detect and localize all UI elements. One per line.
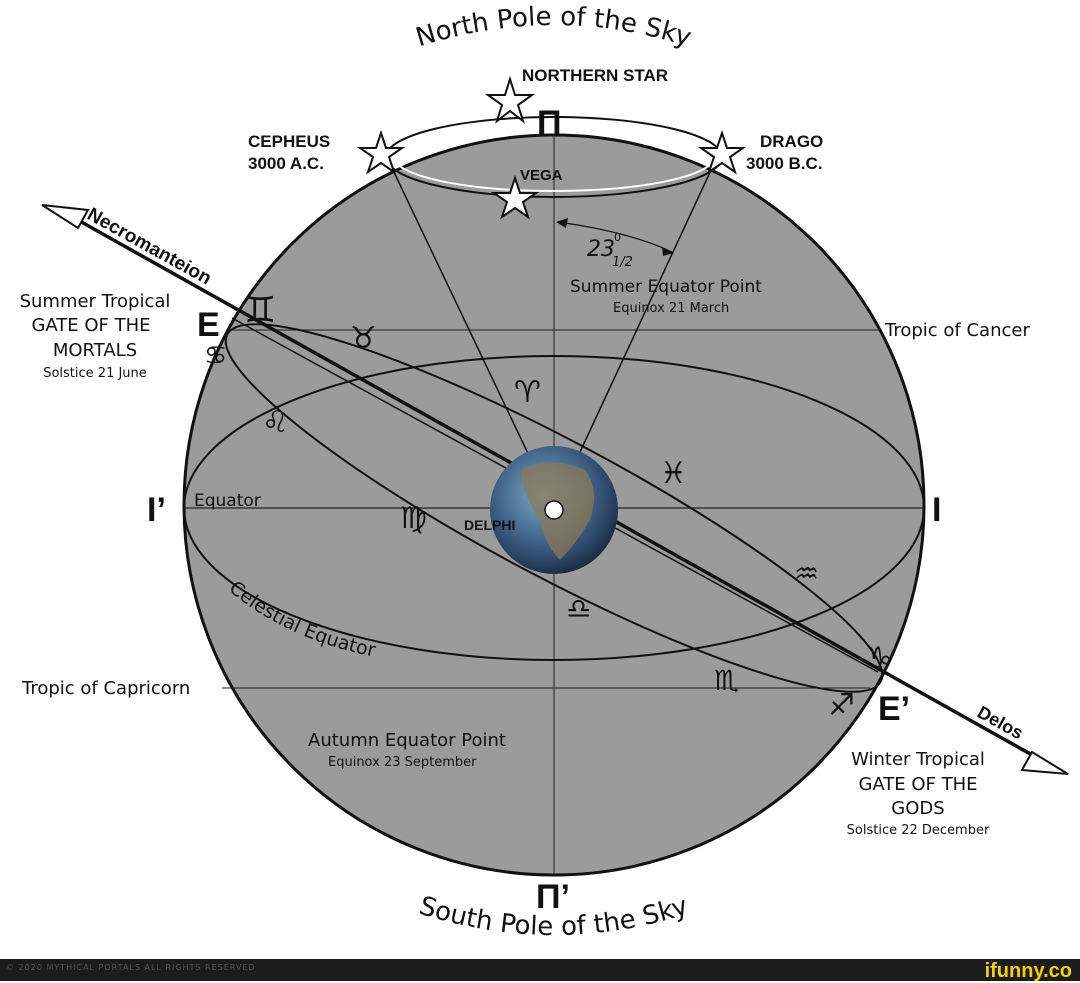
axis-arrow-right <box>1020 750 1069 775</box>
drago-star-icon <box>697 129 747 175</box>
delphi-label: DELPHI <box>464 517 515 533</box>
obliquity-angle-fraction: 1/2 <box>612 255 633 270</box>
equator-label: Equator <box>194 491 261 511</box>
leo-icon: ♌ <box>262 405 289 440</box>
northern-star-icon <box>484 75 536 124</box>
necromanteion-label: Necromanteion <box>84 204 215 289</box>
winter-tropical-l2: GATE OF THE <box>858 774 977 795</box>
cepheus-star-icon <box>356 129 406 175</box>
cone-line-left <box>391 167 555 509</box>
cancer-icon: ♋ <box>204 341 227 371</box>
summer-tropical-l4: Solstice 21 June <box>43 366 147 381</box>
aquarius-icon: ♒ <box>794 557 819 590</box>
point-I-prime: I’ <box>147 491 166 529</box>
celestial-sphere-diagram: North Pole of the Sky South Pole of the … <box>20 2 1069 942</box>
gemini-icon: ♊ <box>244 290 276 331</box>
scorpio-icon: ♏ <box>714 664 739 697</box>
winter-tropical-l3: GODS <box>891 798 944 819</box>
copyright-text: © 2020 MYTHICAL PORTALS ALL RIGHTS RESER… <box>6 963 256 972</box>
cepheus-name: CEPHEUS <box>248 132 330 151</box>
angle-arrow-right <box>662 247 674 256</box>
autumn-equator-title: Autumn Equator Point <box>308 730 506 751</box>
point-E: E <box>197 306 220 344</box>
cepheus-date: 3000 A.C. <box>248 154 324 173</box>
autumn-equator-sub: Equinox 23 September <box>328 755 477 770</box>
obliquity-angle-degree: 0 <box>614 231 621 244</box>
winter-tropical-l1: Winter Tropical <box>851 749 985 770</box>
summer-tropical-l1: Summer Tropical <box>20 291 171 312</box>
summer-equator-sub: Equinox 21 March <box>613 301 729 316</box>
cone-line-right <box>553 167 713 509</box>
point-I: I <box>932 491 941 529</box>
delphi-marker <box>544 500 564 520</box>
virgo-icon: ♍ <box>400 501 427 536</box>
taurus-icon: ♉ <box>350 321 377 356</box>
ecliptic-ellipse <box>224 323 884 693</box>
ifunny-watermark: ifunny.co <box>984 960 1072 982</box>
libra-icon: ♎ <box>566 592 591 625</box>
tropic-of-capricorn-label: Tropic of Capricorn <box>21 678 190 699</box>
capricorn-icon: ♑ <box>866 641 893 676</box>
summer-tropical-l3: MORTALS <box>53 340 137 361</box>
north-pole-symbol: Π <box>537 104 562 142</box>
vega-star-icon <box>490 174 540 220</box>
aries-icon: ♈ <box>514 375 541 410</box>
northern-star-label: NORTHERN STAR <box>522 66 668 85</box>
footer-bar: © 2020 MYTHICAL PORTALS ALL RIGHTS RESER… <box>0 959 1080 982</box>
winter-tropical-l4: Solstice 22 December <box>847 823 990 838</box>
angle-arrow-left <box>556 218 568 228</box>
summer-tropical-l2: GATE OF THE <box>31 315 150 336</box>
summer-equator-title: Summer Equator Point <box>570 277 762 297</box>
equator-ellipse <box>183 355 925 661</box>
pisces-icon: ♓ <box>660 456 687 491</box>
axis-arrow-left <box>41 204 90 230</box>
sagittarius-icon: ♐ <box>828 688 855 723</box>
tropic-of-cancer-label: Tropic of Cancer <box>884 320 1030 341</box>
drago-date: 3000 B.C. <box>746 154 823 173</box>
south-pole-symbol: Π’ <box>536 878 570 916</box>
drago-name: DRAGO <box>760 132 823 151</box>
vega-label: VEGA <box>520 167 563 184</box>
north-pole-title: North Pole of the Sky <box>412 2 694 53</box>
obliquity-angle-value: 23 <box>587 237 615 262</box>
point-E-prime: E’ <box>878 690 910 728</box>
